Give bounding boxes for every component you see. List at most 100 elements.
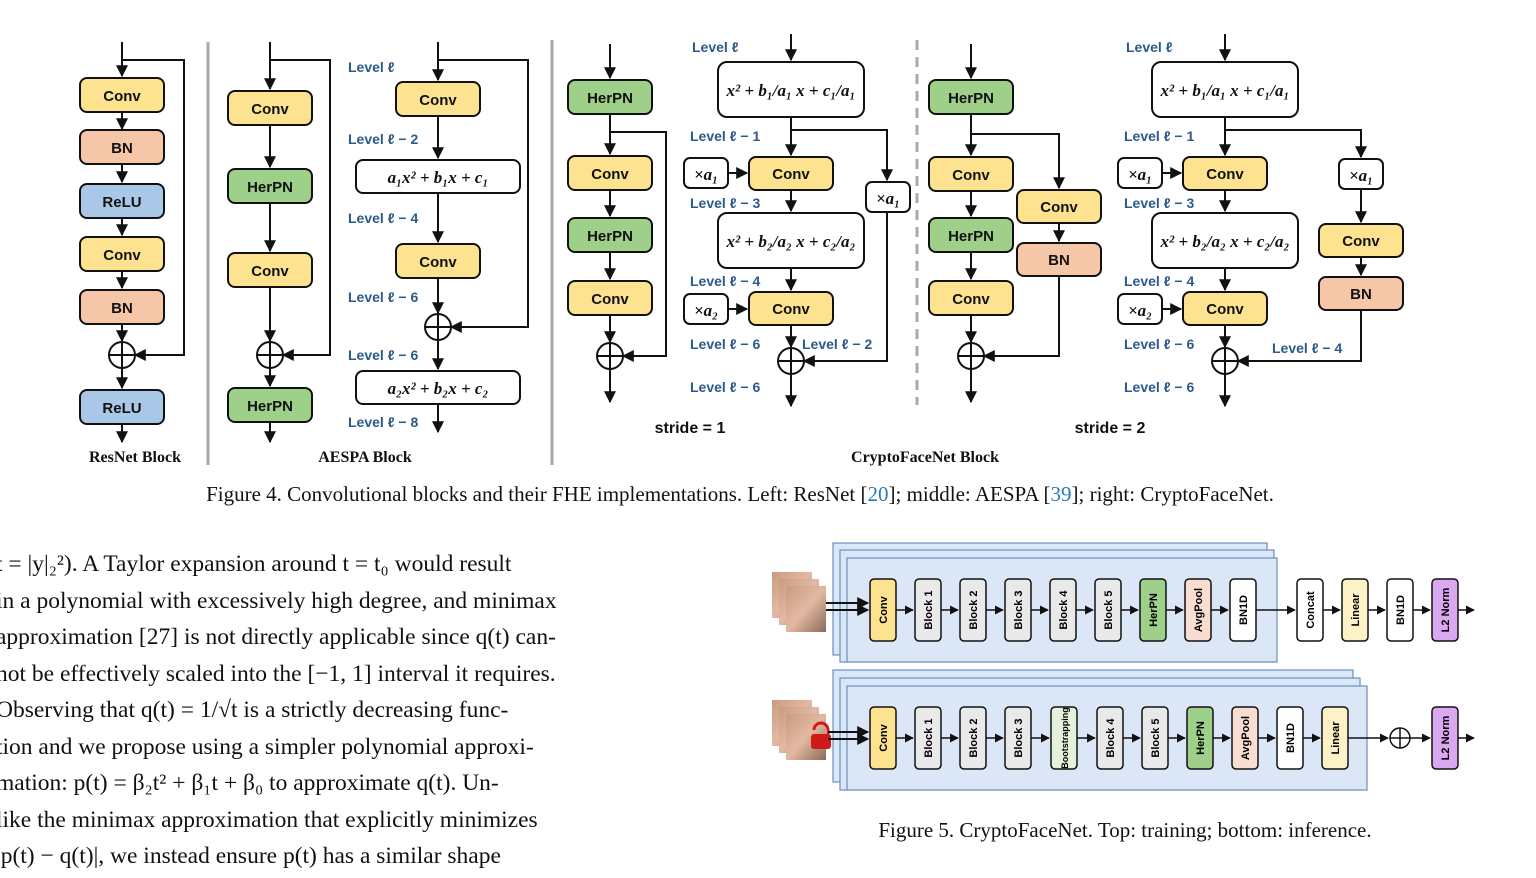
block-label: Block 4 — [1058, 590, 1070, 630]
level-label: Level ℓ − 4 — [690, 273, 760, 289]
level-label: Level ℓ — [1126, 39, 1173, 55]
caption-text: Figure 4. Convolutional blocks and their… — [206, 482, 868, 506]
scale-label: ×a₁ — [694, 165, 718, 184]
cryptoface-label: CryptoFaceNet Block — [851, 449, 999, 466]
aespa-block: Conv HerPN Conv HerPN — [227, 42, 331, 444]
conv-label: Conv — [772, 166, 810, 183]
cryptoface-s1-train: HerPN Conv HerPN Conv — [567, 44, 667, 404]
poly-label: a₂x² + b₂x + c₂ — [388, 379, 489, 398]
level-label: Level ℓ − 8 — [348, 414, 418, 430]
block-label: AvgPool — [1193, 588, 1205, 632]
block-label: Block 5 — [1150, 718, 1162, 757]
bn-label: BN — [111, 140, 133, 157]
level-label: Level ℓ — [692, 39, 739, 55]
scale-label: ×a₂ — [1128, 301, 1152, 320]
conv-label: Conv — [952, 167, 990, 184]
caption-text: ]; middle: AESPA [ — [888, 482, 1051, 506]
block-label: HerPN — [1195, 721, 1207, 755]
caption-text: ]; right: CryptoFaceNet. — [1071, 482, 1274, 506]
conv-label: Conv — [952, 291, 990, 308]
block-label: BN1D — [1395, 595, 1407, 625]
conv-label: Conv — [1342, 233, 1380, 250]
herpn-label: HerPN — [948, 228, 994, 245]
block-label: Concat — [1305, 591, 1317, 629]
herpn-label: HerPN — [587, 90, 633, 107]
text-line: not be effectively scaled into the [−1, … — [0, 660, 556, 687]
text-line: Observing that q(t) = 1/√t is a strictly… — [0, 697, 509, 723]
block-label: Linear — [1350, 593, 1362, 627]
block-label: Block 2 — [968, 590, 980, 629]
citation-link[interactable]: 39 — [1050, 482, 1072, 506]
conv-label: Conv — [419, 92, 457, 109]
level-label: Level ℓ − 6 — [690, 379, 760, 395]
level-label: Level ℓ − 4 — [348, 210, 418, 226]
poly-label: x² + b₂/a₂ x + c₂/a₂ — [726, 232, 856, 251]
block-label: Block 1 — [923, 590, 935, 629]
block-label: BN1D — [1285, 723, 1297, 753]
level-label: Level ℓ − 6 — [348, 347, 418, 363]
conv-label: Conv — [251, 101, 289, 118]
level-label: Level ℓ − 3 — [1124, 195, 1194, 211]
scale-label: ×a₁ — [876, 189, 900, 208]
bn-label: BN — [1048, 252, 1070, 269]
figure-5-caption: Figure 5. CryptoFaceNet. Top: training; … — [878, 818, 1372, 842]
level-label: Level ℓ − 2 — [802, 336, 872, 352]
block-label: HerPN — [1148, 593, 1160, 627]
text-line: t = |y|₂²). A Taylor expansion around t … — [0, 551, 512, 577]
block-label: L2 Norm — [1440, 715, 1452, 760]
level-label: Level ℓ − 4 — [1124, 273, 1194, 289]
conv-label: Conv — [591, 166, 629, 183]
text-line: approximation [27] is not directly appli… — [0, 624, 556, 650]
block-label: Block 3 — [1013, 718, 1025, 757]
herpn-label: HerPN — [247, 398, 293, 415]
block-label: Conv — [878, 595, 890, 623]
text-line: in a polynomial with excessively high de… — [0, 587, 557, 614]
text-line: mation: p(t) = β₂t² + β₁t + β₀ to approx… — [0, 770, 499, 796]
level-label: Level ℓ − 1 — [690, 128, 760, 144]
bn-label: BN — [111, 300, 133, 317]
block-label: Conv — [878, 723, 890, 751]
cryptoface-s1-fhe: Level ℓ x² + b₁/a₁ x + c₁/a₁ Level ℓ − 1… — [655, 34, 911, 437]
block-label: Block 3 — [1013, 590, 1025, 629]
poly-label: x² + b₁/a₁ x + c₁/a₁ — [726, 81, 856, 100]
relu-label: ReLU — [102, 194, 141, 211]
block-label: Block 4 — [1105, 718, 1117, 758]
cryptoface-s2-train: HerPN Conv Conv BN HerPN Conv — [928, 44, 1102, 404]
conv-label: Conv — [772, 301, 810, 318]
poly-label: x² + b₂/a₂ x + c₂/a₂ — [1160, 232, 1290, 251]
conv-label: Conv — [103, 88, 141, 105]
herpn-label: HerPN — [587, 228, 633, 245]
cryptoface-s2-fhe: Level ℓ x² + b₁/a₁ x + c₁/a₁ Level ℓ − 1… — [1075, 34, 1404, 437]
conv-label: Conv — [103, 247, 141, 264]
aespa-label: AESPA Block — [318, 449, 412, 466]
figure-4: Conv BN ReLU Conv BN ReLU ResNet Block C… — [79, 34, 1404, 466]
text-line: tion and we propose using a simpler poly… — [0, 733, 534, 760]
conv-label: Conv — [251, 263, 289, 280]
level-label: Level ℓ — [348, 59, 395, 75]
level-label: Level ℓ − 2 — [348, 131, 418, 147]
stride-label: stride = 1 — [655, 420, 726, 437]
body-text: t = |y|₂²). A Taylor expansion around t … — [0, 546, 706, 875]
lock-icon — [811, 721, 831, 749]
figure-4-caption: Figure 4. Convolutional blocks and their… — [0, 482, 1480, 507]
poly-label: x² + b₁/a₁ x + c₁/a₁ — [1160, 81, 1290, 100]
bn-label: BN — [1350, 286, 1372, 303]
scale-label: ×a₁ — [1128, 165, 1152, 184]
block-label: L2 Norm — [1440, 587, 1452, 632]
scale-label: ×a₂ — [694, 301, 718, 320]
level-label: Level ℓ − 1 — [1124, 128, 1194, 144]
citation-link[interactable]: 20 — [867, 482, 889, 506]
herpn-label: HerPN — [247, 179, 293, 196]
block-label: BN1D — [1238, 595, 1250, 625]
level-label: Level ℓ − 6 — [1124, 379, 1194, 395]
aespa-fhe-block: Level ℓ Conv Level ℓ − 2 a₁x² + b₁x + c₁… — [318, 42, 529, 466]
resnet-label: ResNet Block — [89, 449, 181, 466]
poly-label: a₁x² + b₁x + c₁ — [388, 168, 489, 187]
herpn-label: HerPN — [948, 90, 994, 107]
relu-label: ReLU — [102, 400, 141, 417]
conv-label: Conv — [1206, 301, 1244, 318]
block-label: AvgPool — [1240, 716, 1252, 760]
scale-label: ×a₁ — [1349, 166, 1373, 185]
